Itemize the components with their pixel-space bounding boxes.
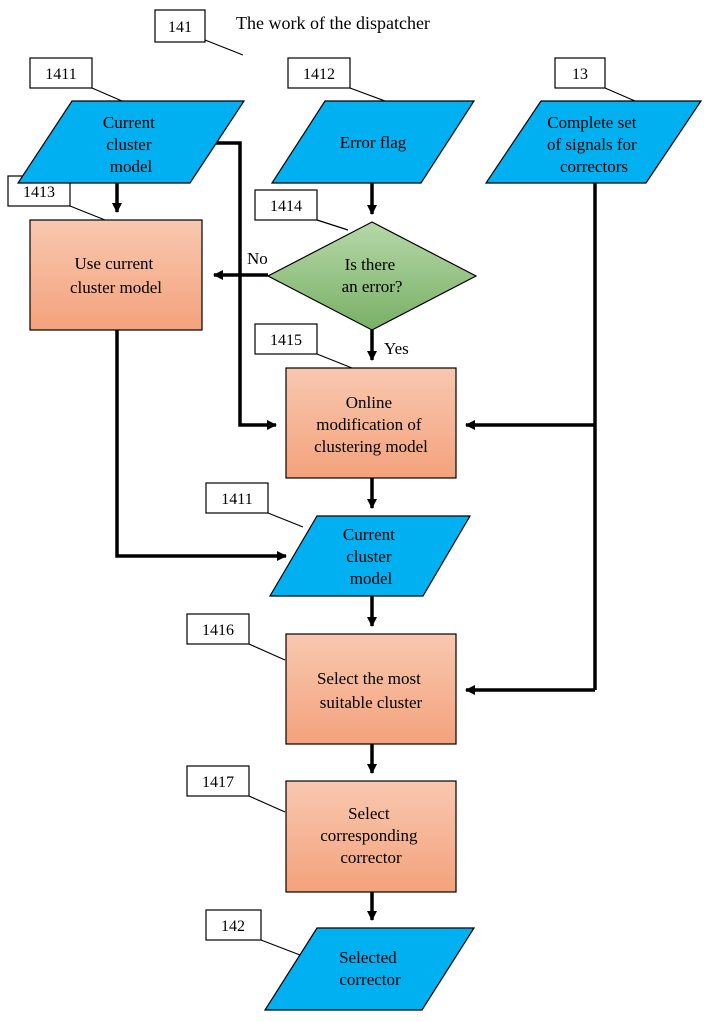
label-no: No [247, 249, 268, 268]
node-line: correctors [560, 157, 628, 176]
decision-is-there-error: Is there an error? [266, 221, 478, 331]
node-line: Online [346, 393, 392, 412]
process-use-current-model: Use current cluster model [29, 219, 203, 331]
data-selected-corrector: Selected corrector [263, 927, 476, 1011]
svg-text:Selected corrector: Selected corrector [339, 948, 401, 989]
svg-text:Online modification of: Online modification of clustering model [314, 393, 428, 456]
ref-box-1415: 1415 [254, 323, 353, 369]
ref-label: 141 [168, 19, 192, 36]
ref-label: 1413 [23, 184, 55, 201]
connectors [112, 141, 597, 921]
ref-box-13: 13 [554, 57, 636, 102]
ref-box-1411-top: 1411 [29, 57, 123, 102]
node-line: suitable cluster [320, 693, 423, 712]
data-current-cluster-model-top: Current cluster model [16, 100, 246, 184]
node-line: Use current [74, 254, 153, 273]
svg-text:Select corresponding: Select corresponding corrector [320, 804, 422, 867]
svg-text:Select the most suitable: Select the most suitable cluster [317, 669, 425, 712]
node-line: Current [103, 113, 155, 132]
node-line: corresponding [320, 826, 418, 845]
data-current-cluster-model-mid: Current cluster model [268, 515, 472, 597]
node-line: cluster [346, 547, 392, 566]
process-select-corrector: Select corresponding corrector [285, 780, 457, 893]
svg-text:Current cluster mo: Current cluster model [103, 113, 159, 176]
node-line: an error? [342, 277, 403, 296]
ref-box-1412: 1412 [287, 57, 386, 102]
node-line: Complete set [547, 113, 637, 132]
node-line: Current [343, 525, 395, 544]
ref-box-1411-mid: 1411 [205, 482, 304, 528]
title-leader-line [204, 39, 244, 56]
svg-text:Current cluster mo: Current cluster model [343, 525, 399, 588]
data-complete-signal-set: Complete set of signals for correctors [484, 100, 703, 184]
process-select-cluster: Select the most suitable cluster [285, 633, 457, 745]
node-line: Selected [339, 948, 397, 967]
ref-label: 1411 [221, 491, 252, 508]
ref-label: 1415 [270, 332, 302, 349]
svg-text:Complete set of signals: Complete set of signals for correctors [547, 113, 641, 176]
svg-text:Is there an error?: Is there an error? [342, 255, 403, 296]
ref-box-141: 141 [154, 9, 206, 43]
node-line: modification of [316, 415, 422, 434]
node-line: model [110, 157, 153, 176]
node-line: corrector [339, 970, 401, 989]
node-line: cluster [106, 135, 152, 154]
ref-box-142: 142 [205, 909, 301, 956]
node-line: clustering model [314, 437, 428, 456]
node-line: corrector [340, 848, 402, 867]
edge-model-to-modify [196, 141, 277, 430]
diagram-title: The work of the dispatcher [236, 13, 430, 33]
ref-label: 1416 [202, 622, 234, 639]
edge-use-to-mid-model [115, 330, 287, 561]
node-line: cluster model [70, 278, 162, 297]
ref-label: 1411 [45, 66, 76, 83]
process-online-modification: Online modification of clustering model [285, 367, 457, 479]
node-line: of signals for [547, 135, 637, 154]
ref-box-1416: 1416 [186, 613, 286, 661]
ref-label: 1414 [270, 198, 302, 215]
ref-label: 142 [221, 918, 245, 935]
data-error-flag: Error flag [270, 100, 476, 184]
label-yes: Yes [384, 339, 409, 358]
node-line: model [350, 569, 393, 588]
ref-box-1414: 1414 [254, 189, 349, 231]
ref-label: 1417 [202, 774, 234, 791]
node-line: Is there [345, 255, 396, 274]
node-line: Error flag [340, 133, 407, 152]
node-line: Select [348, 804, 390, 823]
ref-label: 13 [572, 66, 588, 83]
ref-box-1417: 1417 [186, 765, 286, 813]
ref-label: 1412 [303, 66, 335, 83]
node-line: Select the most [317, 669, 421, 688]
svg-text:Use current cluster mode: Use current cluster model [70, 254, 162, 297]
